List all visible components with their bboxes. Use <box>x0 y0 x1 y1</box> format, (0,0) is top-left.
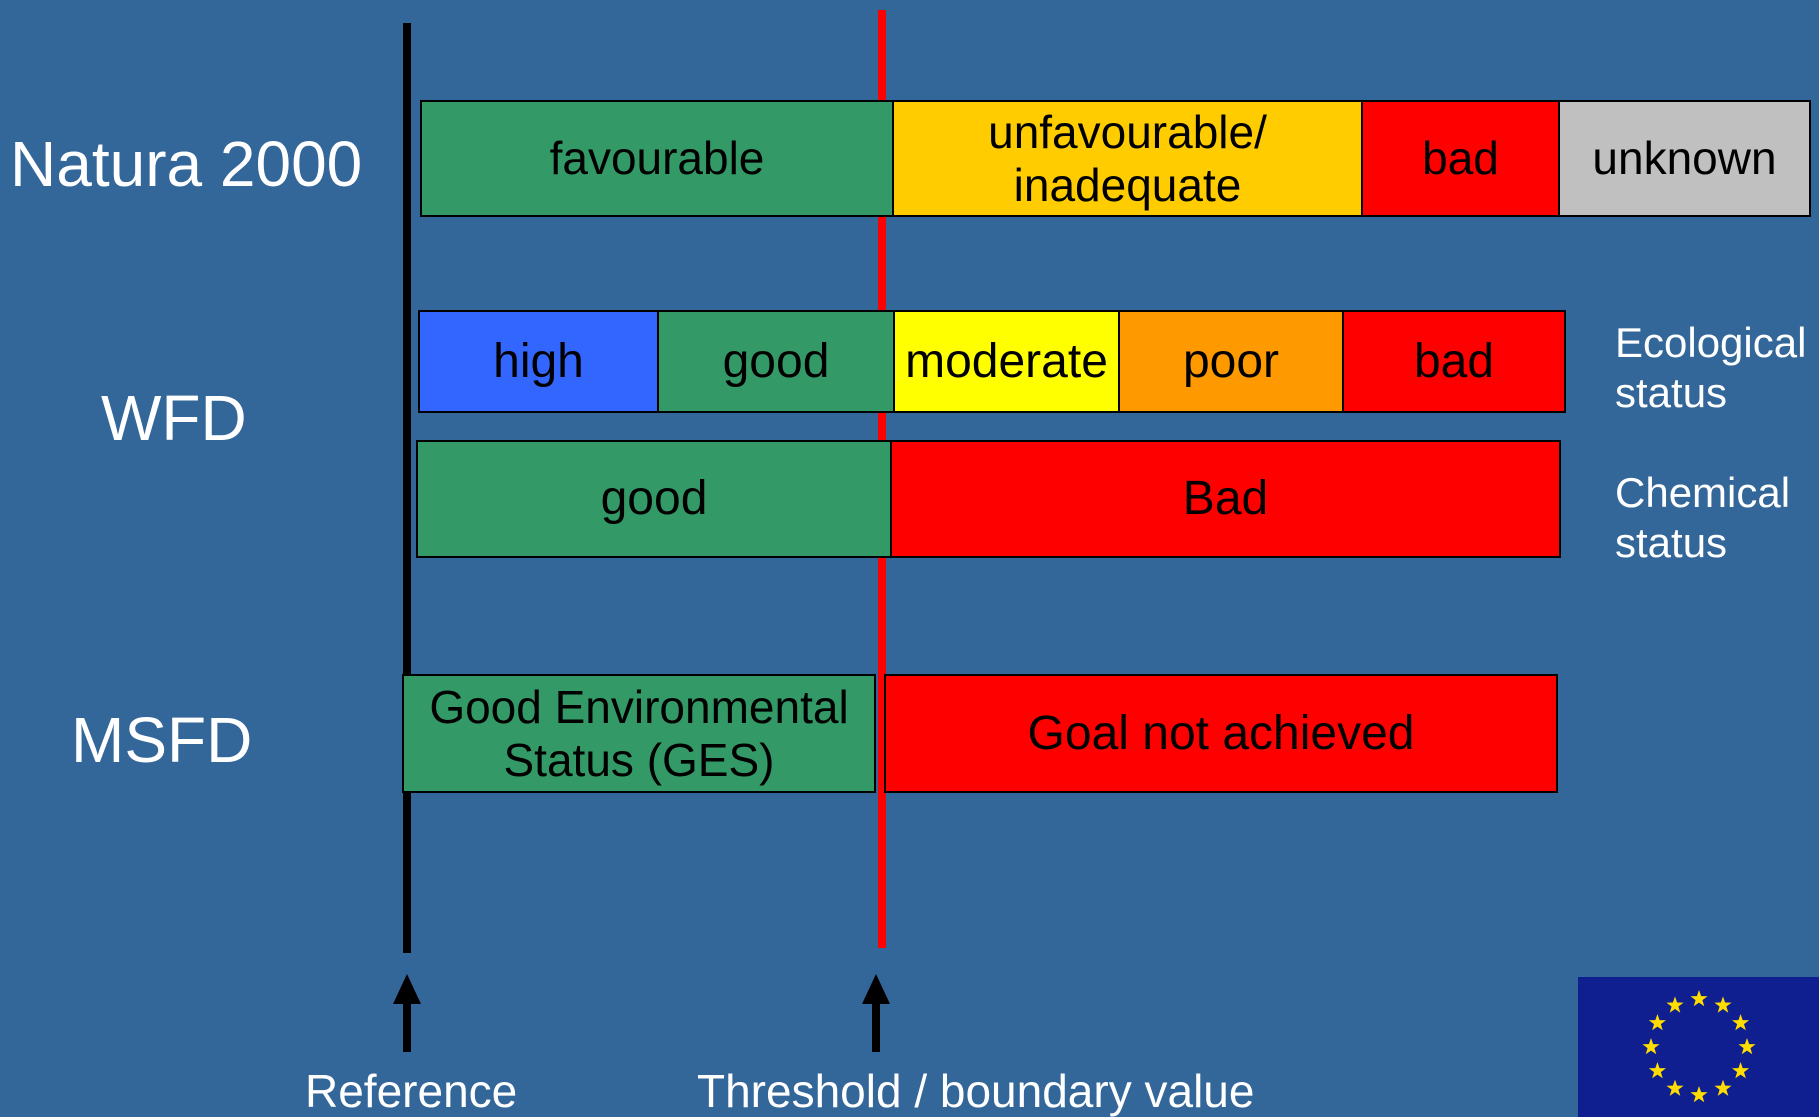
wfd-chem-segment-bad: Bad <box>890 442 1559 556</box>
chemical-status-label-line-2: status <box>1615 519 1728 566</box>
flag-star-icon <box>1690 990 1708 1007</box>
ecological-status-label: Ecological status <box>1615 318 1806 418</box>
chemical-status-label: Chemical status <box>1615 468 1790 568</box>
eu-flag-icon <box>1578 977 1819 1117</box>
natura-bar: favourable unfavourable/ inadequate bad … <box>420 100 1811 217</box>
threshold-arrow-icon <box>862 974 890 1052</box>
msfd-ges-box: Good Environmental Status (GES) <box>402 674 876 793</box>
flag-star-icon <box>1648 1062 1666 1079</box>
flag-star-icon <box>1738 1038 1756 1055</box>
flag-star-icon <box>1732 1062 1750 1079</box>
natura-segment-unfavourable: unfavourable/ inadequate <box>892 102 1361 215</box>
threshold-label: Threshold / boundary value <box>697 1065 1255 1117</box>
wfd-chem-segment-good: good <box>418 442 890 556</box>
ecological-status-label-line-2: status <box>1615 369 1728 416</box>
chemical-status-label-line-1: Chemical <box>1615 469 1791 516</box>
msfd-goal-box: Goal not achieved <box>884 674 1558 793</box>
wfd-ecological-bar: high good moderate poor bad <box>418 310 1566 413</box>
flag-star-icon <box>1666 996 1684 1013</box>
flag-star-icon <box>1714 996 1732 1013</box>
flag-star-icon <box>1690 1086 1708 1103</box>
wfd-eco-segment-good: good <box>657 312 893 411</box>
flag-star-icon <box>1714 1079 1732 1096</box>
ecological-status-label-line-1: Ecological <box>1615 319 1807 366</box>
flag-star-icon <box>1642 1038 1660 1055</box>
flag-star-icon <box>1732 1014 1750 1031</box>
wfd-eco-segment-poor: poor <box>1118 312 1342 411</box>
msfd-segment-ges: Good Environmental Status (GES) <box>404 676 874 791</box>
reference-line <box>403 23 411 953</box>
natura-segment-bad: bad <box>1361 102 1558 215</box>
row-label-natura-2000: Natura 2000 <box>10 128 363 200</box>
reference-arrow-icon <box>393 974 421 1052</box>
msfd-segment-goal-not-achieved: Goal not achieved <box>886 676 1556 791</box>
natura-segment-unknown: unknown <box>1558 102 1809 215</box>
flag-star-icon <box>1666 1079 1684 1096</box>
flag-star-icon <box>1648 1014 1666 1031</box>
wfd-chemical-bar: good Bad <box>416 440 1561 558</box>
wfd-eco-segment-high: high <box>420 312 657 411</box>
row-label-wfd: WFD <box>101 382 247 454</box>
wfd-eco-segment-bad: bad <box>1342 312 1564 411</box>
reference-label: Reference <box>305 1065 518 1117</box>
row-label-msfd: MSFD <box>71 704 253 776</box>
wfd-eco-segment-moderate: moderate <box>893 312 1118 411</box>
natura-segment-favourable: favourable <box>422 102 892 215</box>
